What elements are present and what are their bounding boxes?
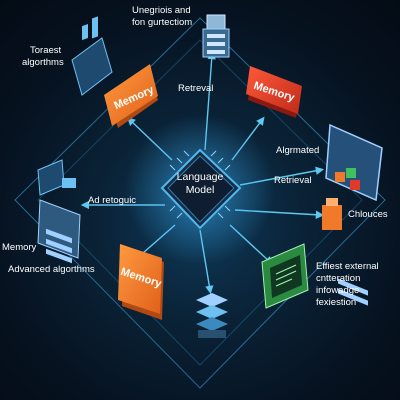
label-retrieval-right: Retrieval bbox=[274, 175, 312, 186]
label-memory-left: Memory bbox=[2, 242, 37, 253]
memory-block-tl bbox=[104, 64, 158, 128]
memory-block-bl bbox=[118, 244, 164, 320]
chart-icon-left bbox=[37, 159, 76, 196]
label-advanced-algorithms: Advanced algorthms bbox=[8, 264, 95, 275]
label-ad-retoguic: Ad retoguic bbox=[88, 195, 137, 206]
label-efficient-2: cntteration bbox=[316, 273, 361, 284]
language-model-line1: Language bbox=[176, 171, 224, 183]
label-efficient-1: Effiest external bbox=[316, 261, 379, 272]
memory-device-icon-left bbox=[37, 199, 81, 264]
orange-box-icon-right bbox=[322, 198, 342, 230]
server-icon-top bbox=[202, 14, 230, 58]
label-retrieval-top: Retreval bbox=[178, 83, 214, 94]
language-model-chip bbox=[160, 148, 242, 230]
label-alg-right: Algrmated bbox=[276, 145, 320, 156]
outer-frame bbox=[14, 17, 386, 389]
label-top-center-2: fon gurtectiom bbox=[132, 17, 193, 28]
label-efficient-3: infowadge bbox=[316, 285, 360, 296]
label-efficient-4: fexiestion bbox=[316, 297, 357, 308]
language-model-line2: Model bbox=[185, 183, 215, 196]
dashboard-panel-icon-tl bbox=[71, 16, 113, 96]
language-model-title: Language Model bbox=[168, 171, 232, 196]
cubes-icon-right bbox=[335, 168, 360, 190]
label-chouces: Chlouces bbox=[348, 209, 388, 220]
memory-block-tr bbox=[246, 66, 302, 118]
document-icon-br bbox=[261, 243, 309, 309]
label-top-center-1: Unegriois and bbox=[132, 5, 191, 16]
label-top-left-1: Toraest bbox=[30, 45, 62, 56]
label-top-left-2: algorthms bbox=[22, 57, 64, 68]
stack-icon-bottom bbox=[196, 293, 228, 338]
